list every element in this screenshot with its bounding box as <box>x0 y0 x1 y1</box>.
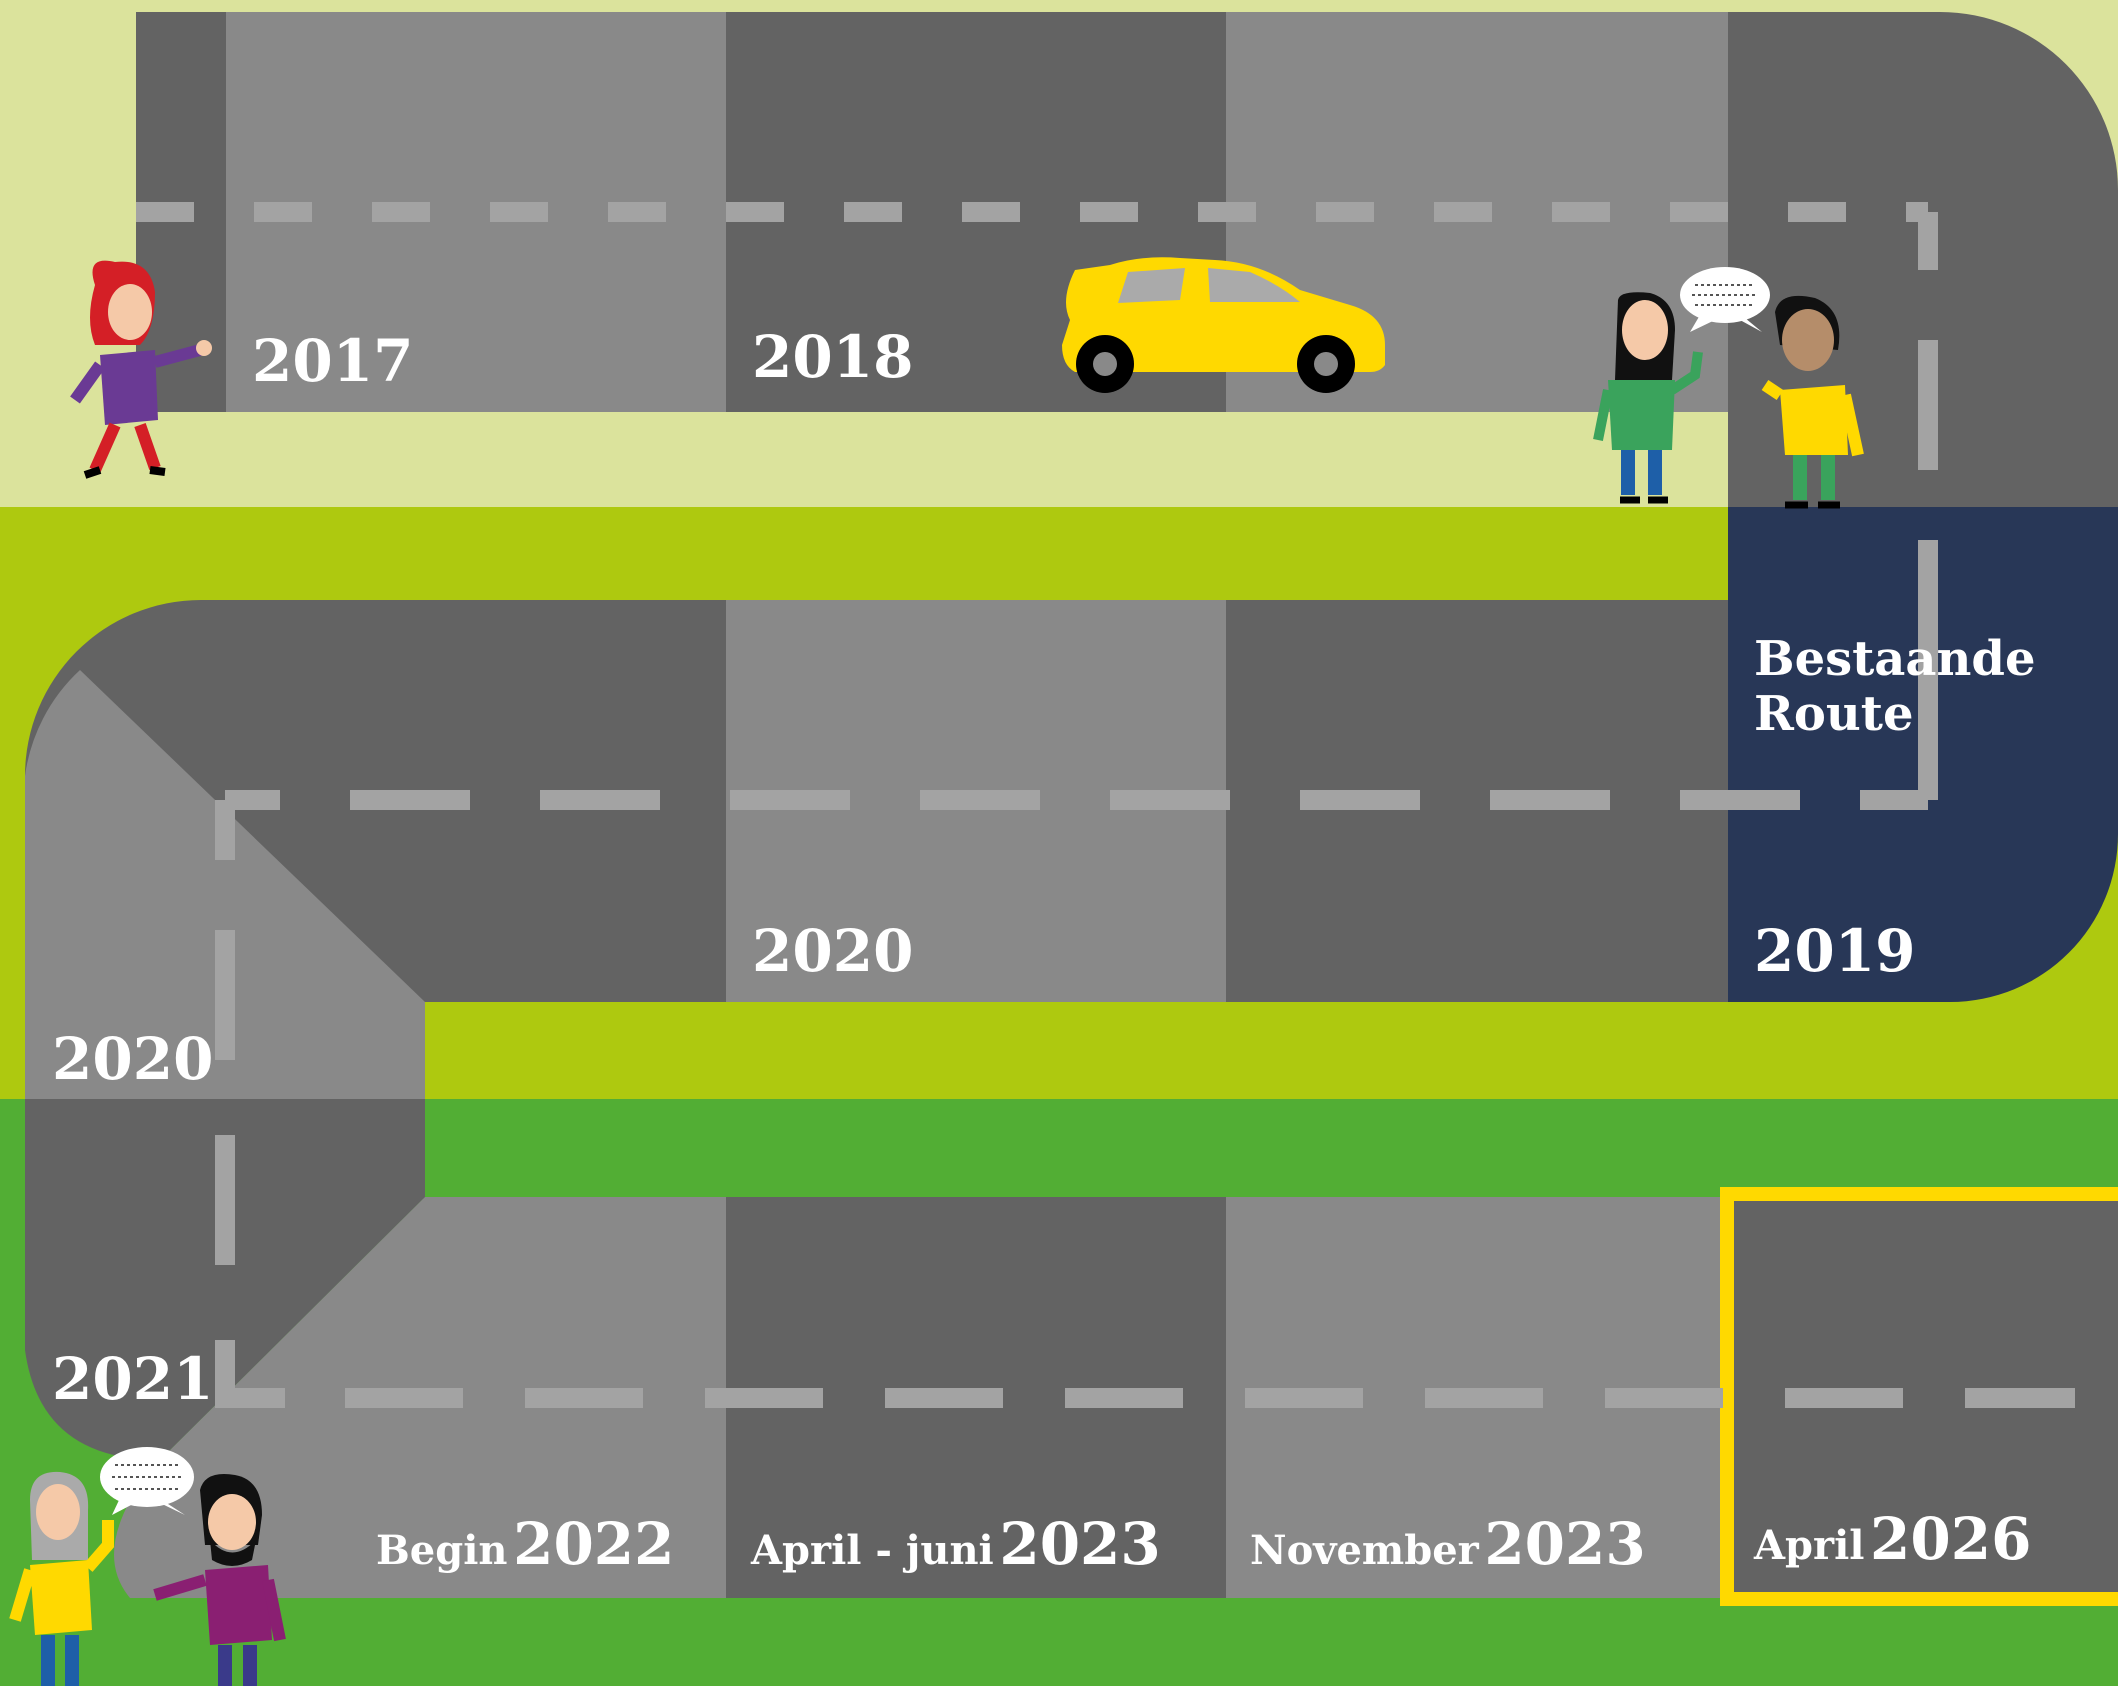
milestone-label: November 2023 <box>1250 1515 1646 1573</box>
existing-route-label: Bestaande Route <box>1754 631 2036 743</box>
milestone-label-highlighted: April 2026 <box>1754 1510 2031 1568</box>
milestone-prefix: November <box>1250 1527 1479 1574</box>
year-label: 2020 <box>52 1025 214 1093</box>
talking-couple <box>1593 292 1864 509</box>
milestone-label: Begin 2022 <box>376 1515 675 1573</box>
milestone-prefix: April - juni <box>751 1527 994 1574</box>
yellow-car-icon <box>1062 257 1385 393</box>
milestone-label: April - juni 2023 <box>751 1515 1161 1573</box>
walking-woman <box>70 260 212 479</box>
road-bend <box>25 1197 425 1460</box>
milestone-year: 2023 <box>1484 1510 1646 1578</box>
year-label: 2021 <box>52 1345 214 1413</box>
road-bend <box>25 670 425 1100</box>
highlight-frame <box>1720 1187 2118 1606</box>
milestone-year: 2026 <box>1870 1505 2032 1573</box>
speech-bubble-icon <box>100 1447 194 1515</box>
milestone-prefix: Begin <box>376 1527 508 1574</box>
milestone-year: 2023 <box>999 1510 1161 1578</box>
lane-markings <box>136 202 2075 1408</box>
year-label: 2019 <box>1754 917 1916 985</box>
milestone-prefix: April <box>1754 1522 1865 1569</box>
year-label: 2017 <box>252 327 414 395</box>
year-label: 2018 <box>752 323 914 391</box>
talking-pair-elderly <box>9 1471 286 1686</box>
year-label: 2020 <box>752 917 914 985</box>
milestone-year: 2022 <box>513 1510 675 1578</box>
speech-bubble-icon <box>1680 267 1770 332</box>
